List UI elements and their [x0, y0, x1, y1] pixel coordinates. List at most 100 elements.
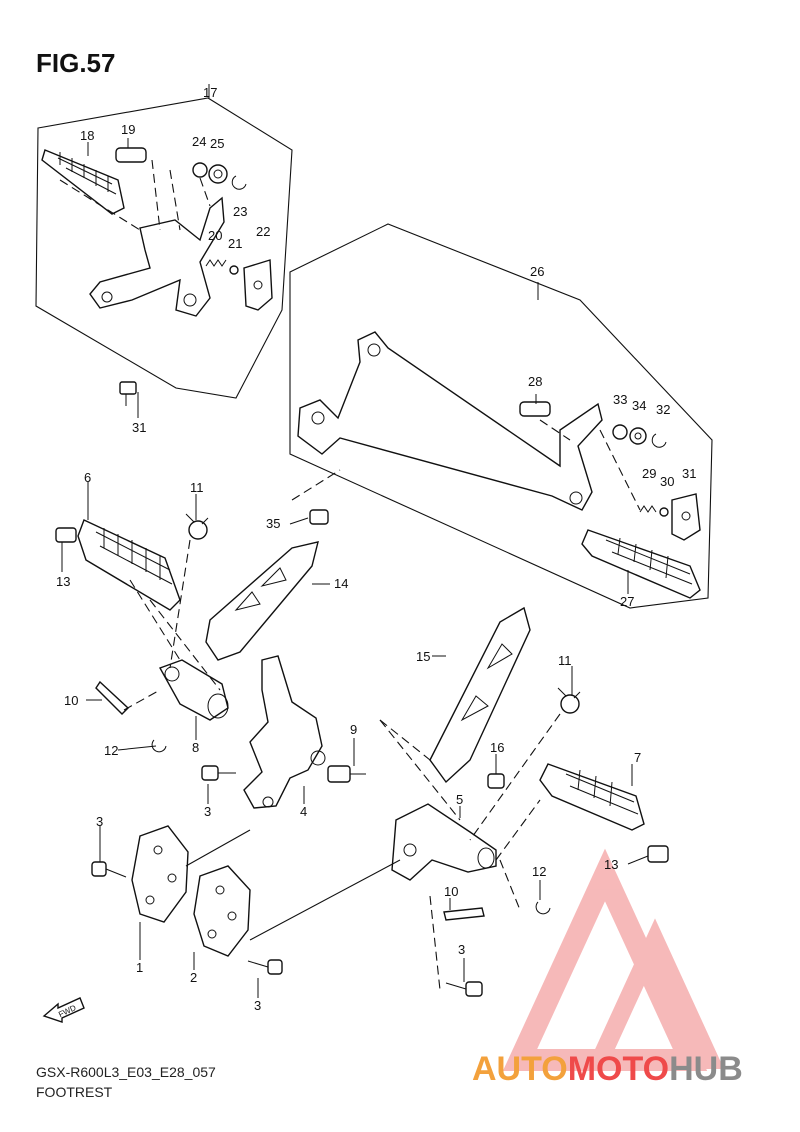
callout-4: 4	[300, 804, 307, 819]
callout-3-a: 3	[204, 804, 211, 819]
callout-2: 2	[190, 970, 197, 985]
callout-9: 9	[350, 722, 357, 737]
pin-10-left	[95, 680, 130, 715]
spring-29	[639, 505, 657, 513]
pivot-8	[158, 659, 229, 721]
callout-15: 15	[416, 649, 430, 664]
callout-22: 22	[256, 224, 270, 239]
pin-28	[519, 401, 551, 417]
callout-25: 25	[210, 136, 224, 151]
pivot-5	[391, 803, 497, 881]
watermark-logo	[502, 848, 725, 1071]
rear-bracket-left	[89, 196, 225, 317]
callout-27: 27	[620, 594, 634, 609]
footpeg-18	[41, 149, 125, 215]
bolt-9	[327, 765, 366, 783]
bolt-31	[119, 381, 137, 406]
callout-24: 24	[192, 134, 206, 149]
clip-12-right	[535, 901, 551, 915]
bolt-3-d	[445, 981, 483, 997]
callout-29: 29	[642, 466, 656, 481]
callout-23: 23	[233, 204, 247, 219]
bracket-2	[193, 865, 251, 957]
heel-plate-15	[429, 606, 531, 784]
footpeg-7	[539, 763, 645, 831]
callout-34: 34	[632, 398, 646, 413]
callout-8: 8	[192, 740, 199, 755]
bolt-3-b	[91, 861, 127, 878]
spring-20	[205, 259, 227, 267]
bolt-3-a	[201, 765, 236, 781]
bolt-13-right	[647, 845, 669, 863]
spring-11-right	[557, 687, 581, 714]
callout-numbers: 17 18 19 24 25 23 20 21 22 31 26 28 33 3…	[56, 85, 696, 1013]
callout-20: 20	[208, 228, 222, 243]
fwd-arrow-icon	[42, 997, 85, 1023]
callout-32: 32	[656, 402, 670, 417]
callout-3-c: 3	[254, 998, 261, 1013]
diagram-caption: FOOTREST	[36, 1084, 113, 1100]
callout-26: 26	[530, 264, 544, 279]
callout-11-right: 11	[558, 653, 572, 668]
bolt-13-left	[55, 527, 77, 543]
bracket-1	[131, 825, 189, 923]
assembly-box-26	[289, 223, 713, 609]
bolt-3-c	[247, 959, 283, 975]
spring-11-left	[185, 513, 209, 540]
callout-5: 5	[456, 792, 463, 807]
diagram-code: GSX-R600L3_E03_E28_057	[36, 1064, 216, 1080]
ball-30	[659, 507, 669, 517]
clip-23	[231, 175, 247, 190]
pin-10-right	[443, 907, 485, 921]
callout-13-right: 13	[604, 857, 618, 872]
footpeg-6	[77, 519, 181, 611]
fwd-label: FWD	[57, 1003, 78, 1019]
footpeg-27	[581, 529, 701, 599]
callout-28: 28	[528, 374, 542, 389]
callout-17: 17	[203, 85, 217, 100]
callout-3-b: 3	[96, 814, 103, 829]
heel-plate-14	[205, 541, 319, 661]
washer-25	[208, 164, 228, 184]
bolt-35	[309, 509, 329, 525]
figure-title: FIG.57	[36, 48, 116, 78]
callout-10-right: 10	[444, 884, 458, 899]
callout-1: 1	[136, 960, 143, 975]
callout-21: 21	[228, 236, 242, 251]
washer-34	[629, 427, 647, 445]
callout-14: 14	[334, 576, 348, 591]
bolt-16	[487, 773, 505, 789]
brand-hub: HUB	[669, 1050, 743, 1088]
callout-labels	[61, 84, 649, 998]
callout-11-left: 11	[190, 480, 204, 495]
callout-35: 35	[266, 516, 280, 531]
callout-6: 6	[84, 470, 91, 485]
clip-12-left	[151, 739, 167, 753]
watermark-brand: AUTOMOTOHUB	[472, 1050, 743, 1089]
bracket-4	[243, 655, 326, 809]
rear-bracket-26	[297, 331, 603, 511]
callout-16: 16	[490, 740, 504, 755]
callout-12-right: 12	[532, 864, 546, 879]
callout-31-upper: 31	[132, 420, 146, 435]
assembly-box-17	[35, 97, 293, 399]
brand-moto: MOTO	[567, 1050, 670, 1088]
plate-31	[671, 493, 701, 541]
callout-31-right: 31	[682, 466, 696, 481]
brand-auto: AUTO	[472, 1050, 568, 1088]
callout-18: 18	[80, 128, 94, 143]
callout-30: 30	[660, 474, 674, 489]
washer-24	[192, 162, 208, 178]
leader-lines	[59, 159, 641, 991]
callout-19: 19	[121, 122, 135, 137]
callout-13-left: 13	[56, 574, 70, 589]
ball-21	[229, 265, 239, 275]
callout-10-left: 10	[64, 693, 78, 708]
plate-22	[243, 259, 273, 311]
callout-12-left: 12	[104, 743, 118, 758]
washer-33	[612, 424, 628, 440]
callout-3-d: 3	[458, 942, 465, 957]
clip-32	[651, 433, 667, 448]
callout-33: 33	[613, 392, 627, 407]
